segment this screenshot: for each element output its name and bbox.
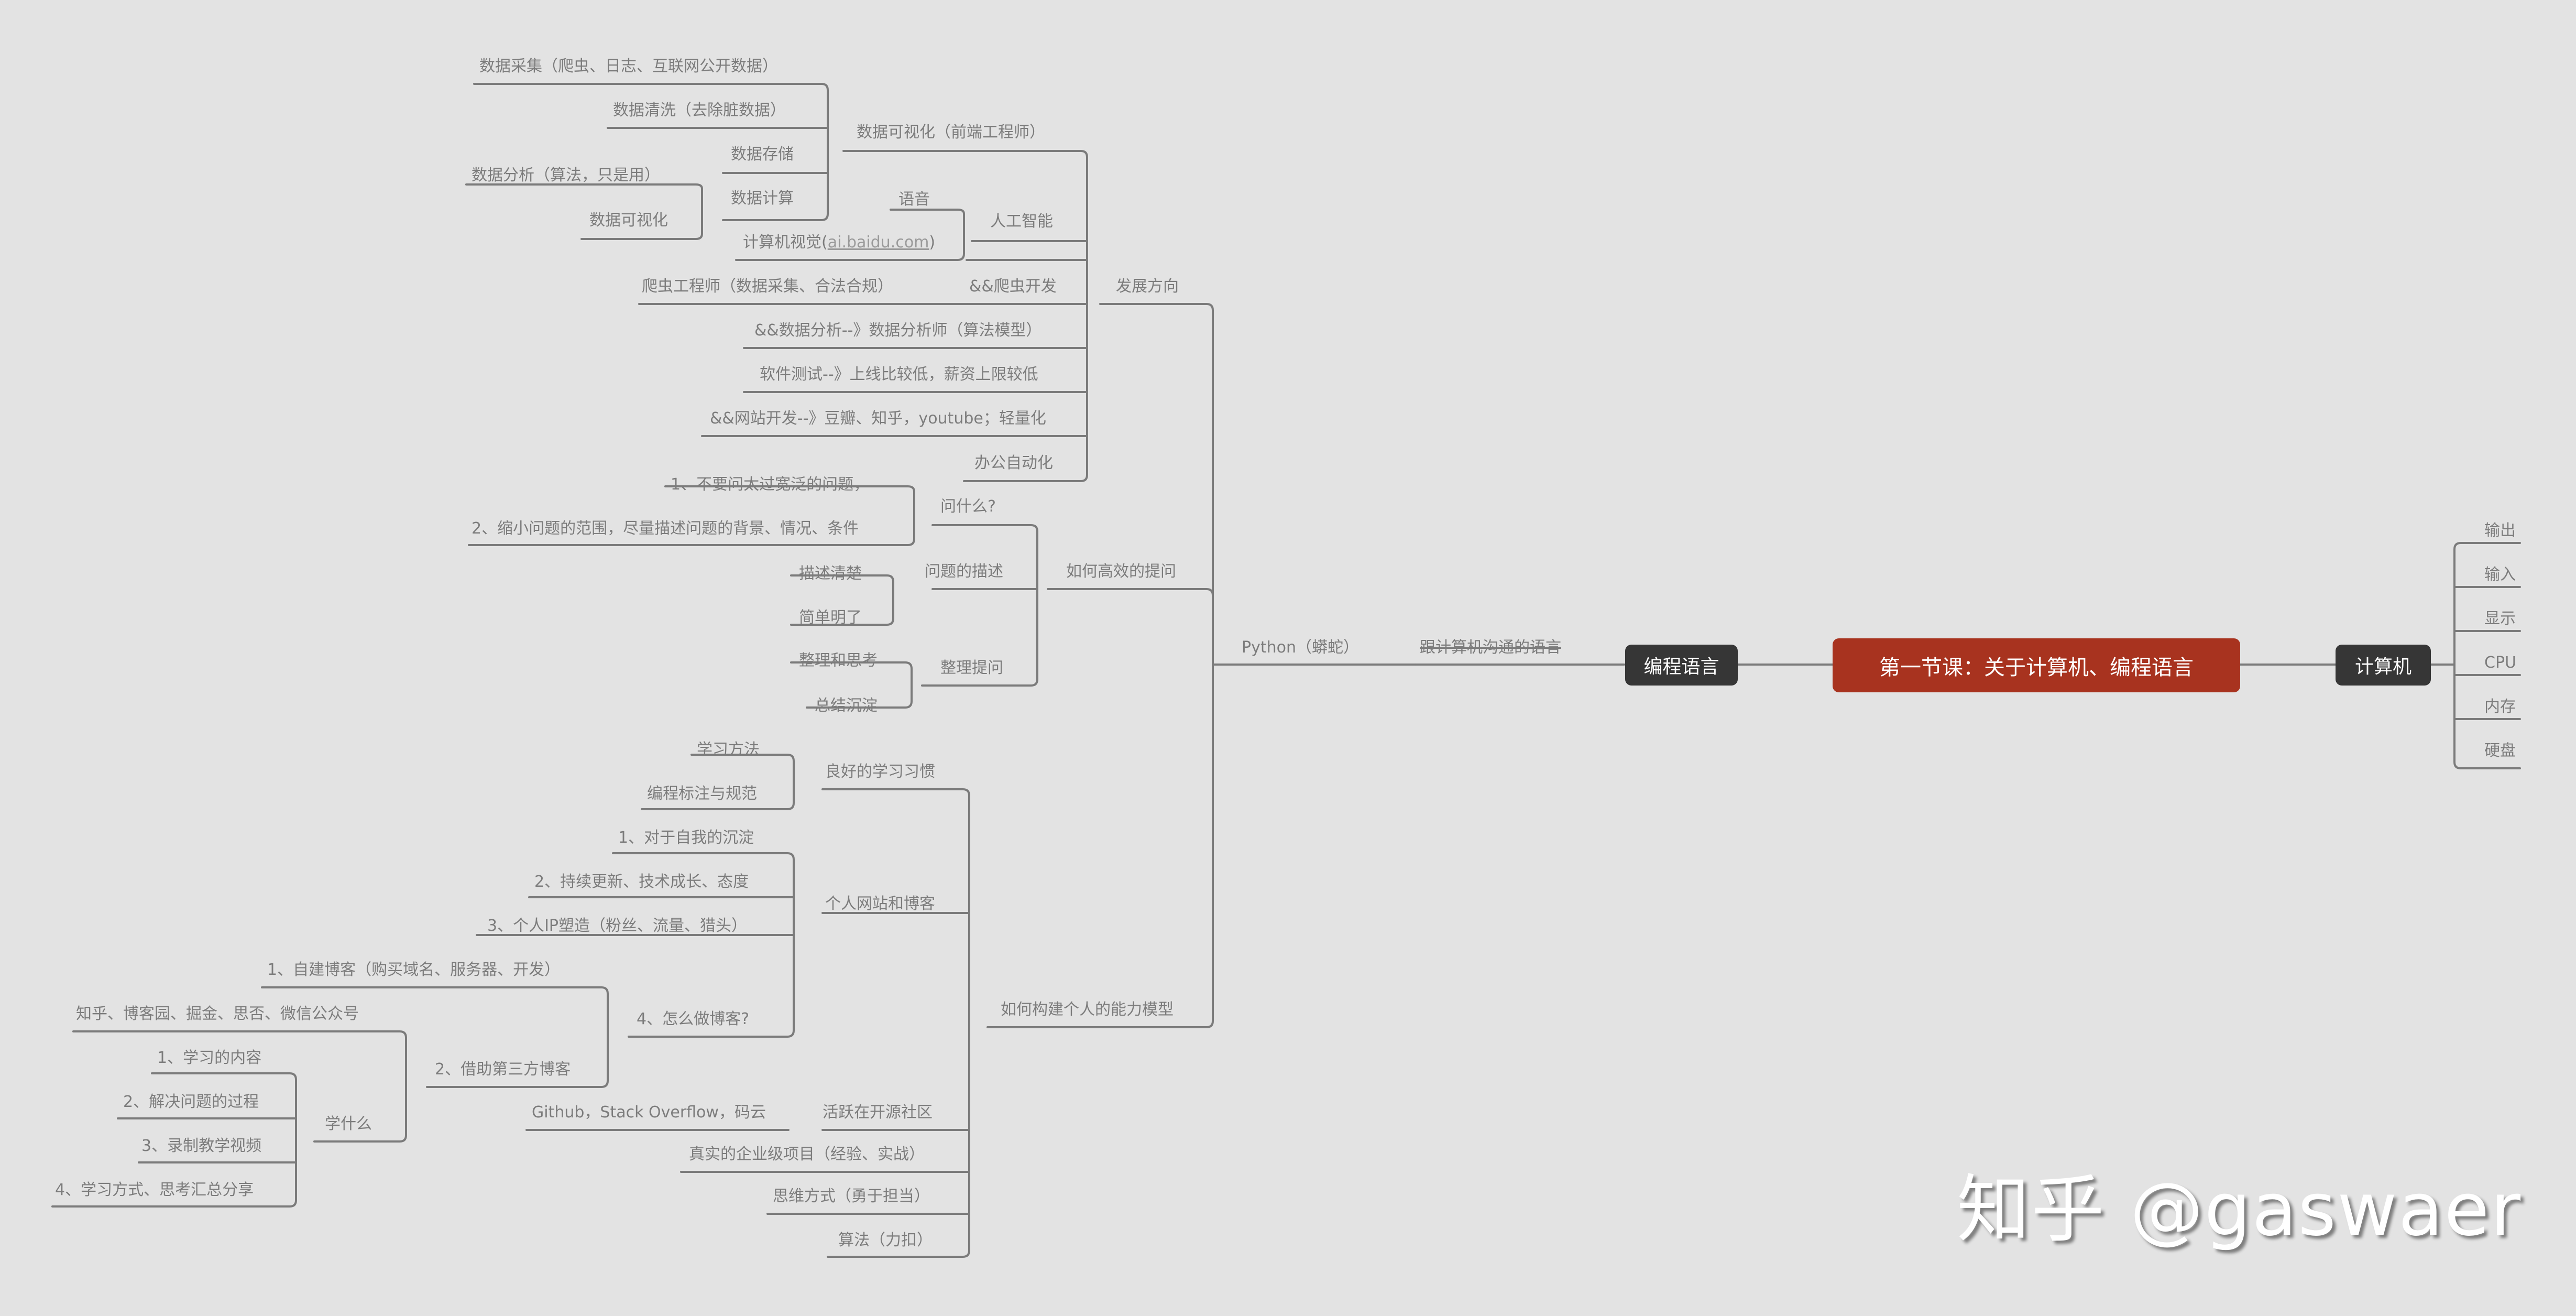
line-computer-trunk	[2430, 542, 2521, 666]
opensource-node[interactable]: 活跃在开源社区	[823, 1103, 933, 1122]
opensource-sites[interactable]: Github，Stack Overflow，码云	[532, 1103, 766, 1122]
third-party-blog[interactable]: 2、借助第三方博客	[435, 1060, 571, 1079]
ability-node[interactable]: 如何构建个人的能力模型	[1001, 1000, 1174, 1019]
direction-node[interactable]: 发展方向	[1116, 277, 1179, 296]
computer-node[interactable]: 计算机	[2336, 645, 2431, 686]
ai-voice[interactable]: 语音	[898, 190, 930, 209]
data-visualization-leaf[interactable]: 数据可视化	[589, 211, 668, 230]
blog-self[interactable]: 1、对于自我的沉淀	[618, 829, 754, 847]
line-direction-trunk	[701, 150, 1088, 482]
line-main-trunk	[986, 303, 1235, 1028]
learn-video[interactable]: 3、录制教学视频	[141, 1137, 262, 1155]
language-definition[interactable]: 跟计算机沟通的语言	[1420, 638, 1561, 657]
line-learn-children	[51, 1072, 297, 1208]
blog-ip[interactable]: 3、个人IP塑造（粉丝、流量、猎头）	[487, 917, 748, 935]
baidu-ai-link[interactable]: ai.baidu.com	[827, 233, 929, 252]
center-topic[interactable]: 第一节课：关于计算机、编程语言	[1833, 638, 2240, 692]
line-computer-children	[2453, 586, 2521, 769]
line-third-children	[72, 1030, 407, 1143]
computer-disk[interactable]: 硬盘	[2484, 742, 2516, 760]
line-habits-children	[641, 754, 795, 810]
data-collection[interactable]: 数据采集（爬虫、日志、互联网公开数据）	[479, 57, 778, 75]
learn-process[interactable]: 2、解决问题的过程	[123, 1093, 259, 1111]
third-party-platforms[interactable]: 知乎、博客园、掘金、思否、微信公众号	[76, 1005, 359, 1023]
line-calc-children	[465, 183, 703, 240]
computer-cpu[interactable]: CPU	[2484, 654, 2516, 672]
line-blog-children	[476, 852, 795, 1038]
line-describe-children	[790, 574, 894, 626]
ask-narrow-scope[interactable]: 2、缩小问题的范围，尽量描述问题的背景、情况、条件	[472, 519, 859, 538]
visualization-node[interactable]: 数据可视化（前端工程师）	[857, 123, 1045, 142]
spider-node[interactable]: &&爬虫开发	[969, 277, 1057, 296]
habits-method[interactable]: 学习方法	[697, 741, 760, 759]
data-cleaning[interactable]: 数据清洗（去除脏数据）	[613, 101, 786, 119]
web-development[interactable]: &&网站开发--》豆瓣、知乎，youtube；轻量化	[710, 409, 1046, 428]
learn-what-node[interactable]: 学什么	[325, 1115, 372, 1133]
self-hosted-blog[interactable]: 1、自建博客（购买域名、服务器、开发）	[267, 961, 561, 979]
ask-what-node[interactable]: 问什么?	[940, 497, 996, 516]
line-what-children	[468, 485, 915, 546]
how-blog-node[interactable]: 4、怎么做博客?	[637, 1010, 750, 1028]
blog-update[interactable]: 2、持续更新、技术成长、态度	[534, 873, 749, 891]
data-storage[interactable]: 数据存储	[731, 145, 794, 164]
organize-node[interactable]: 整理提问	[940, 659, 1003, 677]
line-asking-trunk	[921, 524, 1038, 687]
blog-node[interactable]: 个人网站和博客	[825, 895, 935, 913]
line-ai-children	[735, 209, 965, 261]
ai-computer-vision[interactable]: 计算机视觉(ai.baidu.com)	[743, 233, 936, 252]
ai-node[interactable]: 人工智能	[990, 212, 1053, 231]
learn-share[interactable]: 4、学习方式、思考汇总分享	[55, 1181, 254, 1199]
computer-output[interactable]: 输出	[2484, 521, 2516, 540]
ask-not-broad[interactable]: 1、不要问太过宽泛的问题，	[671, 475, 870, 494]
data-analysis-use[interactable]: 数据分析（算法，只是用）	[472, 166, 660, 184]
line-organize-children	[790, 661, 913, 709]
enterprise-project[interactable]: 真实的企业级项目（经验、实战）	[689, 1145, 925, 1163]
computer-display[interactable]: 显示	[2484, 610, 2516, 628]
habits-node[interactable]: 良好的学习习惯	[825, 763, 935, 781]
algorithm-node[interactable]: 算法（力扣）	[838, 1231, 933, 1249]
data-analyst[interactable]: &&数据分析--》数据分析师（算法模型）	[754, 321, 1042, 340]
computer-input[interactable]: 输入	[2484, 565, 2516, 584]
asking-node[interactable]: 如何高效的提问	[1066, 562, 1176, 581]
zhihu-watermark: 知乎 @gaswaer	[1957, 1167, 2522, 1253]
spider-engineer[interactable]: 爬虫工程师（数据采集、合法合规）	[642, 277, 893, 296]
thinking-style[interactable]: 思维方式（勇于担当）	[773, 1187, 930, 1205]
computer-memory[interactable]: 内存	[2484, 698, 2516, 716]
office-automation[interactable]: 办公自动化	[974, 454, 1053, 472]
data-computing[interactable]: 数据计算	[731, 189, 794, 208]
learn-content[interactable]: 1、学习的内容	[157, 1049, 262, 1067]
describe-simple[interactable]: 简单明了	[799, 608, 862, 627]
describe-clear[interactable]: 描述清楚	[799, 564, 862, 583]
line-visual-children	[473, 83, 829, 221]
organize-summarize[interactable]: 总结沉淀	[815, 697, 878, 715]
software-testing[interactable]: 软件测试--》上线比较低，薪资上限较低	[760, 365, 1038, 384]
describe-node[interactable]: 问题的描述	[925, 562, 1003, 581]
habits-standards[interactable]: 编程标注与规范	[647, 785, 757, 803]
programming-language-node[interactable]: 编程语言	[1625, 645, 1738, 686]
python-node[interactable]: Python（蟒蛇）	[1242, 638, 1359, 657]
line-howblog-children	[261, 986, 609, 1088]
line-ability-trunk	[680, 788, 970, 1258]
organize-think[interactable]: 整理和思考	[799, 651, 878, 670]
